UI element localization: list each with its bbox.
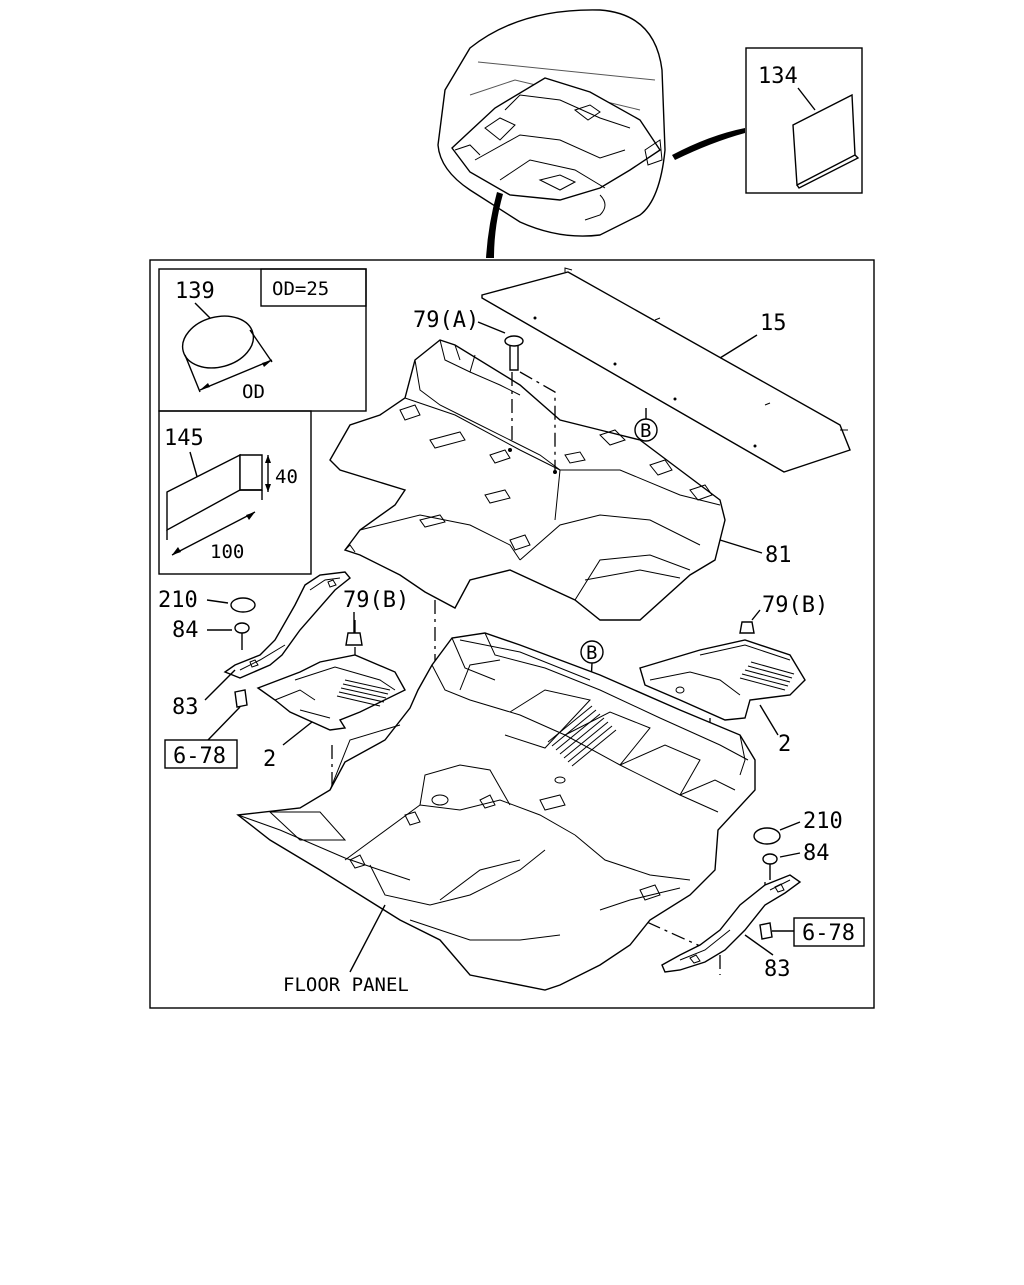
detail-box-134: 134 (745, 47, 863, 194)
marker-b-upper: B (634, 408, 658, 442)
label-139: 139 (175, 279, 215, 304)
callout-15: 15 (760, 311, 787, 336)
floor-panel: FLOOR PANEL (236, 632, 756, 996)
floor-panel-label: FLOOR PANEL (283, 974, 409, 996)
callout-81: 81 (765, 543, 792, 568)
marker-b-upper-text: B (640, 420, 651, 442)
dim-100: 100 (210, 541, 244, 563)
part-79a-fastener: 79(A) (413, 308, 524, 371)
callout-79b-right: 79(B) (762, 593, 828, 618)
right-mat: 79(B) 2 (639, 593, 828, 757)
part-81-mat: 81 (329, 339, 792, 621)
ref-box-left (164, 739, 238, 769)
part-15-panel: 15 (481, 267, 851, 473)
callout-2-right: 2 (778, 732, 791, 757)
callout-83-right: 83 (764, 957, 791, 982)
detail-box-139-145: OD=25 139 OD 145 40 100 (158, 268, 367, 575)
dim-40: 40 (275, 466, 298, 488)
main-frame (149, 259, 875, 1009)
label-134: 134 (758, 64, 798, 89)
callout-2-left: 2 (263, 747, 276, 772)
marker-b-lower-text: B (586, 642, 597, 664)
callout-79b-left: 79(B) (343, 588, 409, 613)
ref-left: 6-78 (173, 744, 226, 769)
label-145: 145 (164, 426, 204, 451)
callout-84-right: 84 (803, 841, 830, 866)
ref-right: 6-78 (802, 921, 855, 946)
callout-83-left: 83 (172, 695, 199, 720)
dim-od: OD (242, 381, 265, 403)
ref-box-right (793, 917, 865, 947)
spec-od: OD=25 (272, 278, 329, 300)
right-parts: 210 84 83 6-78 (661, 809, 865, 982)
left-parts: 210 84 83 6-78 79(B) 2 (158, 571, 409, 772)
callout-210-left: 210 (158, 588, 198, 613)
callout-84-left: 84 (172, 618, 199, 643)
callout-210-right: 210 (803, 809, 843, 834)
pointer-to-main (486, 192, 503, 258)
callout-79a: 79(A) (413, 308, 479, 333)
cab-overview (437, 9, 666, 237)
pointer-to-134 (672, 128, 745, 160)
